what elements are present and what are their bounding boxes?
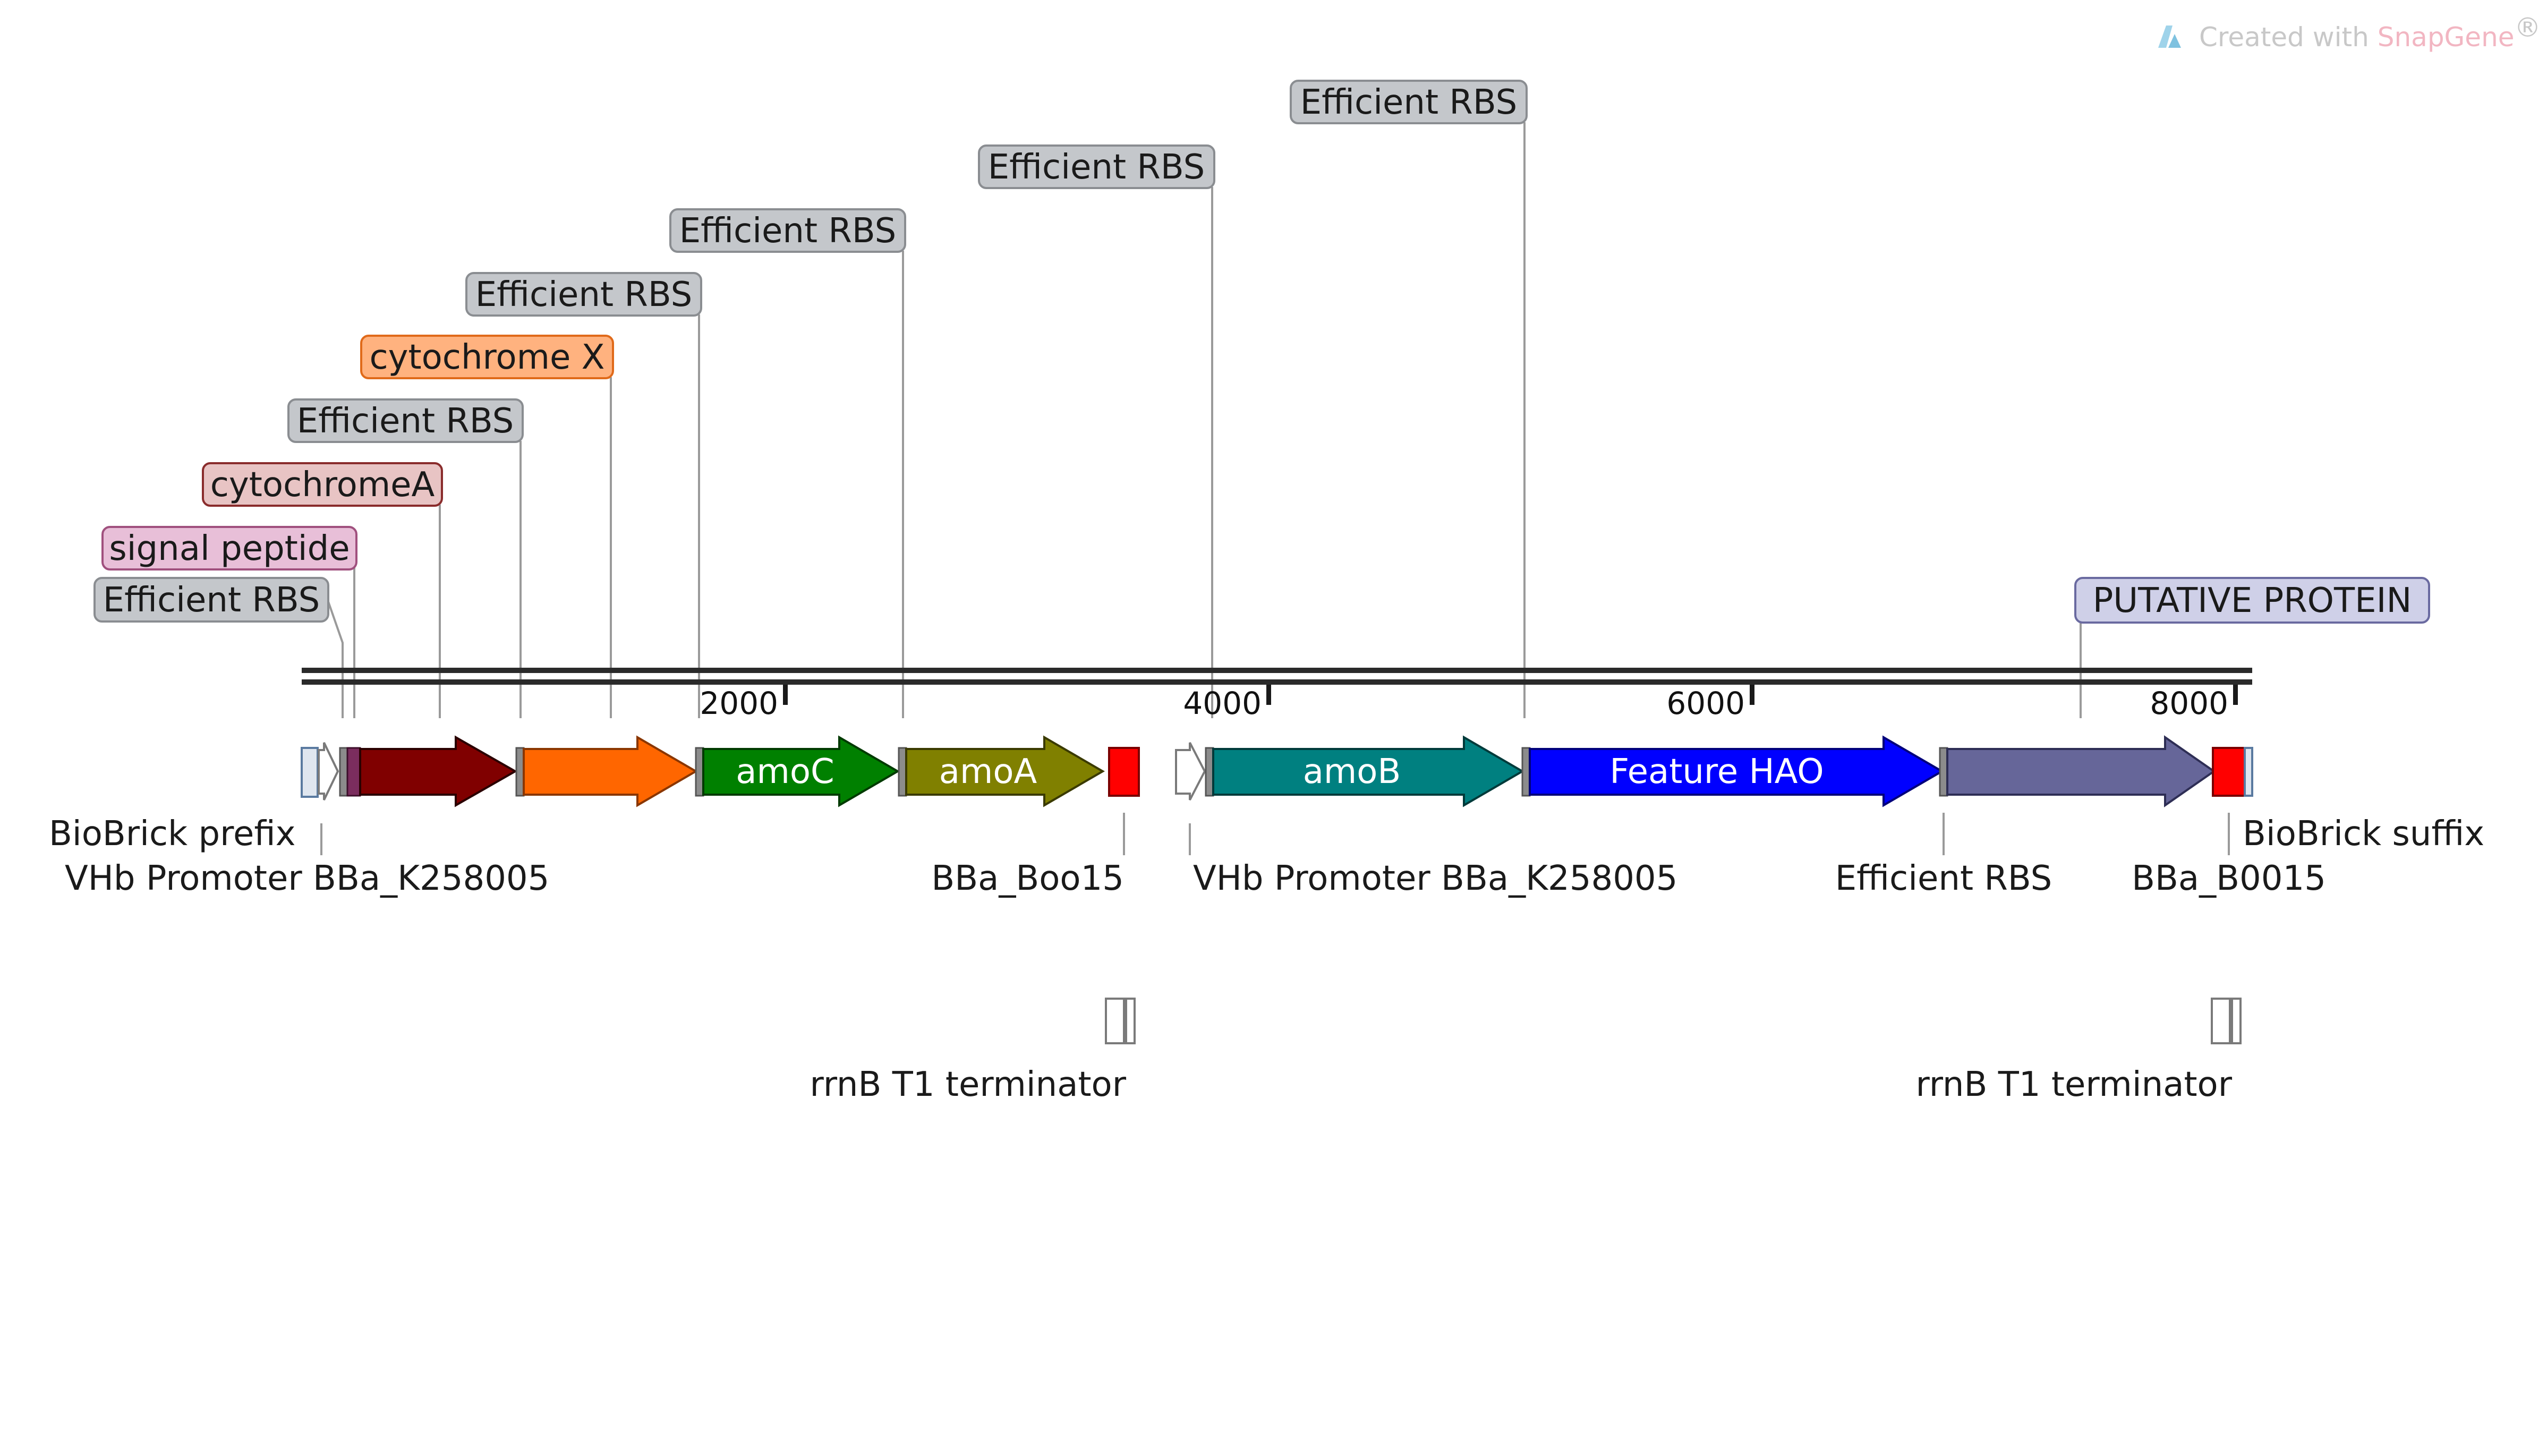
snapgene-logo-icon bbox=[2158, 25, 2181, 48]
feature-label-putative-protein: PUTATIVE PROTEIN bbox=[2074, 577, 2430, 624]
feature-track: amoC amoA amoB Feature HAO bbox=[301, 735, 2253, 807]
amoC-label: amoC bbox=[736, 752, 834, 791]
leader-lines-above bbox=[326, 122, 2082, 718]
feature-label-cytochromeA: cytochromeA bbox=[202, 462, 443, 507]
biobrick-prefix-box bbox=[301, 747, 319, 798]
vhb-promoter-arrow bbox=[318, 742, 339, 801]
labels-below: BioBrick prefix VHb Promoter BBa_K258005… bbox=[49, 814, 2484, 898]
leader-line bbox=[326, 597, 344, 718]
ruler-tick-mark bbox=[783, 685, 788, 705]
biobrick-suffix-box bbox=[2244, 747, 2253, 797]
sequence-backbone bbox=[302, 668, 2252, 685]
watermark-registered-mark: ® bbox=[2515, 12, 2541, 43]
efficient-rbs-box bbox=[1521, 747, 1531, 797]
feature-label-vhb-promoter: VHb Promoter BBa_K258005 bbox=[1193, 859, 1677, 898]
svg-text:PUTATIVE PROTEIN: PUTATIVE PROTEIN bbox=[2093, 581, 2412, 620]
feature-label-signal-peptide: signal peptide bbox=[101, 526, 357, 571]
efficient-rbs-box bbox=[1205, 747, 1214, 797]
watermark-brand: SnapGene bbox=[2378, 22, 2515, 53]
amoA-label: amoA bbox=[939, 752, 1037, 791]
terminator-markers: rrnB T1 terminator rrnB T1 terminator bbox=[810, 998, 2242, 1104]
feature-label-rrnb-t1-terminator: rrnB T1 terminator bbox=[810, 1065, 1127, 1104]
amoB-label: amoB bbox=[1303, 752, 1401, 791]
feature-label-efficient-rbs: Efficient RBS bbox=[669, 208, 906, 253]
feature-label-efficient-rbs: Efficient RBS bbox=[93, 577, 329, 623]
efficient-rbs-box bbox=[695, 747, 704, 797]
efficient-rbs-box bbox=[515, 747, 525, 797]
svg-text:Efficient RBS: Efficient RBS bbox=[988, 148, 1205, 187]
feature-label-rrnb-t1-terminator: rrnB T1 terminator bbox=[1916, 1065, 2233, 1104]
hao-label: Feature HAO bbox=[1609, 752, 1824, 791]
terminator2-box bbox=[2212, 747, 2246, 797]
amoA-arrow bbox=[905, 735, 1105, 807]
watermark-prefix: Created with bbox=[2199, 22, 2378, 53]
feature-label-bba-boo15: BBa_Boo15 bbox=[931, 859, 1124, 898]
feature-label-efficient-rbs: Efficient RBS bbox=[465, 272, 702, 317]
ruler-tick-mark bbox=[1750, 685, 1754, 705]
labels-above: Efficient RBS signal peptide cytochromeA… bbox=[93, 80, 2430, 624]
feature-label-biobrick-prefix: BioBrick prefix bbox=[49, 814, 296, 854]
hao-arrow bbox=[1529, 735, 1944, 807]
leader-lines-below bbox=[320, 813, 2230, 855]
ruler-tick-label: 6000 bbox=[1666, 685, 1745, 721]
terminator-glyph bbox=[1105, 998, 1136, 1044]
feature-label-bba-b0015: BBa_B0015 bbox=[2132, 859, 2326, 898]
cytochromeA-arrow bbox=[359, 735, 518, 807]
ruler: 2000 4000 6000 8000 bbox=[700, 685, 2238, 721]
ruler-tick-label: 8000 bbox=[2150, 685, 2228, 721]
feature-label-vhb-promoter: VHb Promoter BBa_K258005 bbox=[65, 859, 549, 898]
efficient-rbs-box bbox=[898, 747, 907, 797]
svg-text:Efficient RBS: Efficient RBS bbox=[103, 581, 320, 620]
feature-label-biobrick-suffix: BioBrick suffix bbox=[2243, 814, 2484, 854]
feature-label-efficient-rbs: Efficient RBS bbox=[1290, 80, 1528, 124]
feature-label-efficient-rbs: Efficient RBS bbox=[287, 398, 524, 443]
svg-text:Created with SnapGene®: Created with SnapGene® bbox=[2199, 12, 2541, 53]
feature-label-efficient-rbs: Efficient RBS bbox=[1835, 859, 2052, 898]
ruler-tick-mark bbox=[1266, 685, 1271, 705]
svg-text:cytochrome X: cytochrome X bbox=[369, 338, 604, 377]
amoB-arrow bbox=[1212, 735, 1524, 807]
feature-label-cytochrome-x: cytochrome X bbox=[360, 335, 614, 379]
ruler-tick-label: 2000 bbox=[700, 685, 778, 721]
signal-peptide-box bbox=[346, 747, 361, 797]
watermark: Created with SnapGene® bbox=[2158, 12, 2541, 53]
ruler-tick-mark bbox=[2233, 685, 2238, 705]
svg-text:Efficient RBS: Efficient RBS bbox=[679, 211, 897, 251]
svg-text:cytochromeA: cytochromeA bbox=[210, 465, 435, 505]
efficient-rbs-box bbox=[1939, 747, 1948, 797]
svg-text:Efficient RBS: Efficient RBS bbox=[475, 275, 693, 314]
feature-label-efficient-rbs: Efficient RBS bbox=[978, 144, 1215, 189]
terminator-glyph bbox=[2211, 998, 2242, 1044]
vhb-promoter2-arrow bbox=[1175, 742, 1206, 801]
efficient-rbs-box bbox=[339, 747, 348, 797]
ruler-tick-label: 4000 bbox=[1183, 685, 1262, 721]
terminator1-box bbox=[1108, 747, 1140, 797]
svg-text:Efficient RBS: Efficient RBS bbox=[297, 402, 514, 441]
svg-text:Efficient RBS: Efficient RBS bbox=[1300, 83, 1518, 122]
putative-protein-arrow bbox=[1946, 735, 2216, 807]
amoC-arrow bbox=[702, 735, 900, 807]
cytochromeX-arrow bbox=[523, 735, 698, 807]
svg-text:signal peptide: signal peptide bbox=[109, 529, 350, 568]
